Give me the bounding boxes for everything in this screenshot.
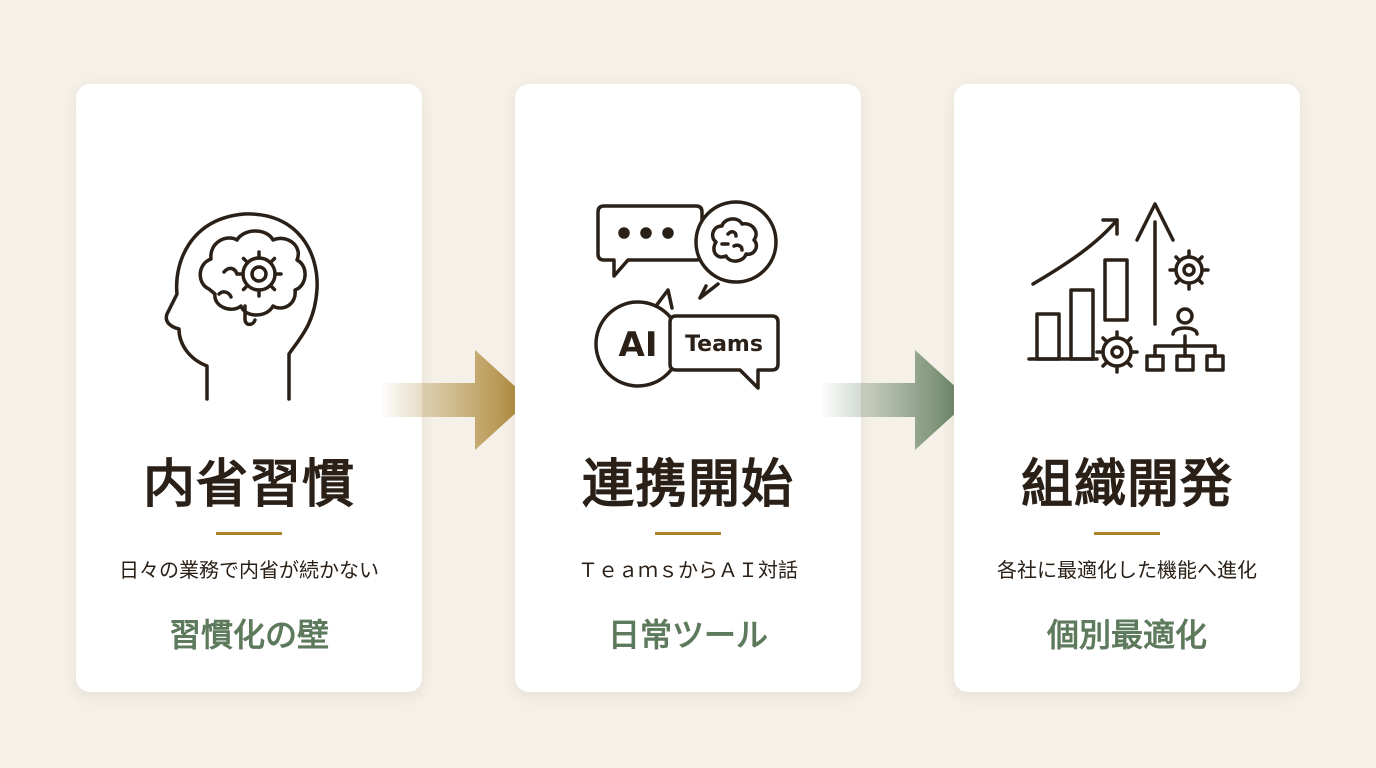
step-title: 内省習慣: [142, 454, 355, 515]
divider: [655, 532, 721, 535]
step-description: ＴｅａｍｓからＡＩ対話: [578, 558, 798, 582]
step-tag: 日常ツール: [607, 616, 768, 654]
head-with-gear-brain-icon: [149, 194, 349, 404]
ai-label: AI: [619, 325, 658, 365]
step-title: 連携開始: [581, 454, 794, 515]
teams-label: Teams: [685, 332, 763, 357]
ai-teams-chat-bubbles-icon: AI Teams: [588, 194, 788, 404]
step-card-integration: AI Teams 連携開始 ＴｅａｍｓからＡＩ対話 日常ツール: [515, 84, 861, 692]
gold-gradient-arrow-icon: [380, 345, 530, 455]
step-card-org-development: 組織開発 各社に最適化した機能へ進化 個別最適化: [954, 84, 1300, 692]
step-title: 組織開発: [1020, 454, 1233, 515]
step-tag: 個別最適化: [1046, 616, 1207, 654]
green-gradient-arrow-icon: [820, 345, 970, 455]
step-card-introspection: 内省習慣 日々の業務で内省が続かない 習慣化の壁: [76, 84, 422, 692]
divider: [1094, 532, 1160, 535]
step-description: 各社に最適化した機能へ進化: [997, 558, 1257, 582]
growth-chart-gear-org-icon: [1027, 194, 1227, 404]
step-tag: 習慣化の壁: [168, 616, 329, 654]
divider: [216, 532, 282, 535]
step-description: 日々の業務で内省が続かない: [119, 558, 379, 582]
